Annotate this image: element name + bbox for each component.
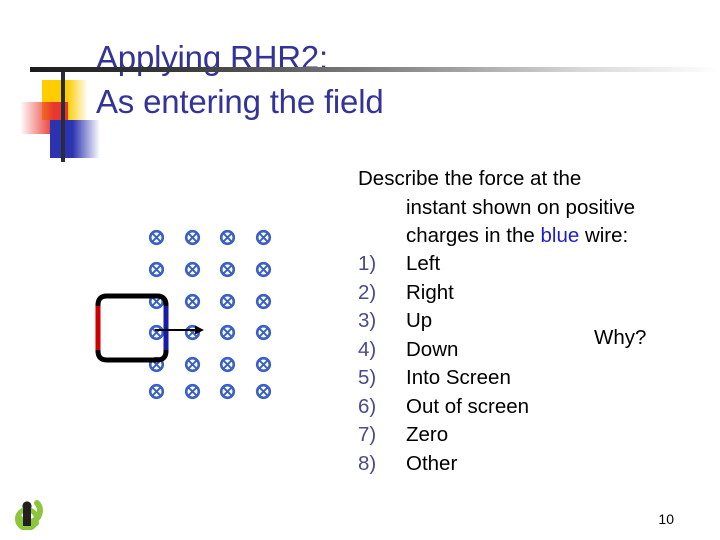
answer-choice-label: Right xyxy=(406,280,454,304)
title-line-1: Applying RHR2: xyxy=(96,39,328,76)
answer-choice-label: Left xyxy=(406,252,441,275)
why-annotation: Why? xyxy=(594,326,647,349)
answer-choice-2[interactable]: 2) Right xyxy=(358,279,688,308)
answer-choice-number: 7) xyxy=(358,423,377,446)
prompt-line-3: charges in the blue wire: xyxy=(358,222,688,251)
organization-logo xyxy=(6,496,48,531)
slide-title: Applying RHR2: As entering the field xyxy=(96,36,696,124)
field-into-page-x-symbol xyxy=(184,356,201,373)
current-loop xyxy=(95,293,169,363)
field-into-page-x-symbol xyxy=(184,261,201,278)
field-into-page-x-symbol xyxy=(219,356,236,373)
answer-choice-number: 3) xyxy=(358,309,377,332)
answer-choice-label: Other xyxy=(406,451,458,475)
field-into-page-x-symbol xyxy=(219,229,236,246)
answer-choice-1[interactable]: 1) Left xyxy=(358,250,688,279)
field-into-page-x-symbol xyxy=(255,383,272,400)
answer-choice-8[interactable]: 8) Other xyxy=(358,450,688,479)
answer-choice-6[interactable]: 6) Out of screen xyxy=(358,393,688,422)
answer-choice-number: 1) xyxy=(358,252,377,275)
prompt-line-3-after: wire: xyxy=(579,224,629,247)
field-into-page-x-symbol xyxy=(255,261,272,278)
magnetic-field-figure xyxy=(85,215,285,410)
prompt-highlight-blue: blue xyxy=(540,224,580,247)
question-prompt: Describe the force at the instant shown … xyxy=(358,165,688,251)
answer-choice-4[interactable]: 4) Down xyxy=(358,336,688,365)
title-line-2: As entering the field xyxy=(96,83,384,120)
answer-choice-list: 1) Left 2) Right 3) Up 4) Down 5) Into Screen 6) Ou… xyxy=(358,250,688,478)
answer-choice-label: Down xyxy=(406,337,459,361)
field-into-page-x-symbol xyxy=(184,293,201,310)
field-into-page-x-symbol xyxy=(184,383,201,400)
field-into-page-x-symbol xyxy=(148,229,165,246)
answer-choice-number: 6) xyxy=(358,394,377,418)
field-into-page-x-symbol xyxy=(255,293,272,310)
prompt-line-2: instant shown on positive xyxy=(406,195,636,219)
decorative-blue-square xyxy=(50,120,100,158)
answer-choice-7[interactable]: 7) Zero xyxy=(358,421,688,450)
answer-choice-label: Up xyxy=(406,309,433,332)
answer-choice-label: Zero xyxy=(406,423,449,446)
answer-choice-label: Out of screen xyxy=(406,394,530,418)
decorative-corner-graphic xyxy=(10,72,122,162)
field-into-page-x-symbol xyxy=(148,383,165,400)
force-direction-arrow xyxy=(155,323,205,335)
answer-choice-label: Into Screen xyxy=(406,366,511,389)
field-into-page-x-symbol xyxy=(219,261,236,278)
decorative-vertical-rule xyxy=(61,72,65,162)
field-into-page-x-symbol xyxy=(255,356,272,373)
page-number: 10 xyxy=(658,511,674,527)
field-into-page-x-symbol xyxy=(255,229,272,246)
prompt-line-1: Describe the force at the xyxy=(358,167,582,190)
field-into-page-x-symbol xyxy=(219,324,236,341)
field-into-page-x-symbol xyxy=(255,324,272,341)
answer-choice-3[interactable]: 3) Up xyxy=(358,307,688,336)
answer-choice-number: 5) xyxy=(358,366,377,389)
prompt-line-3-before: charges in the xyxy=(406,224,541,247)
answer-choice-number: 4) xyxy=(358,337,377,361)
field-into-page-x-symbol xyxy=(184,229,201,246)
title-divider-rule xyxy=(30,67,720,72)
field-into-page-x-symbol xyxy=(219,293,236,310)
answer-choice-number: 8) xyxy=(358,451,377,475)
answer-choice-5[interactable]: 5) Into Screen xyxy=(358,364,688,393)
answer-choice-number: 2) xyxy=(358,280,377,304)
field-into-page-x-symbol xyxy=(148,261,165,278)
field-into-page-x-symbol xyxy=(219,383,236,400)
